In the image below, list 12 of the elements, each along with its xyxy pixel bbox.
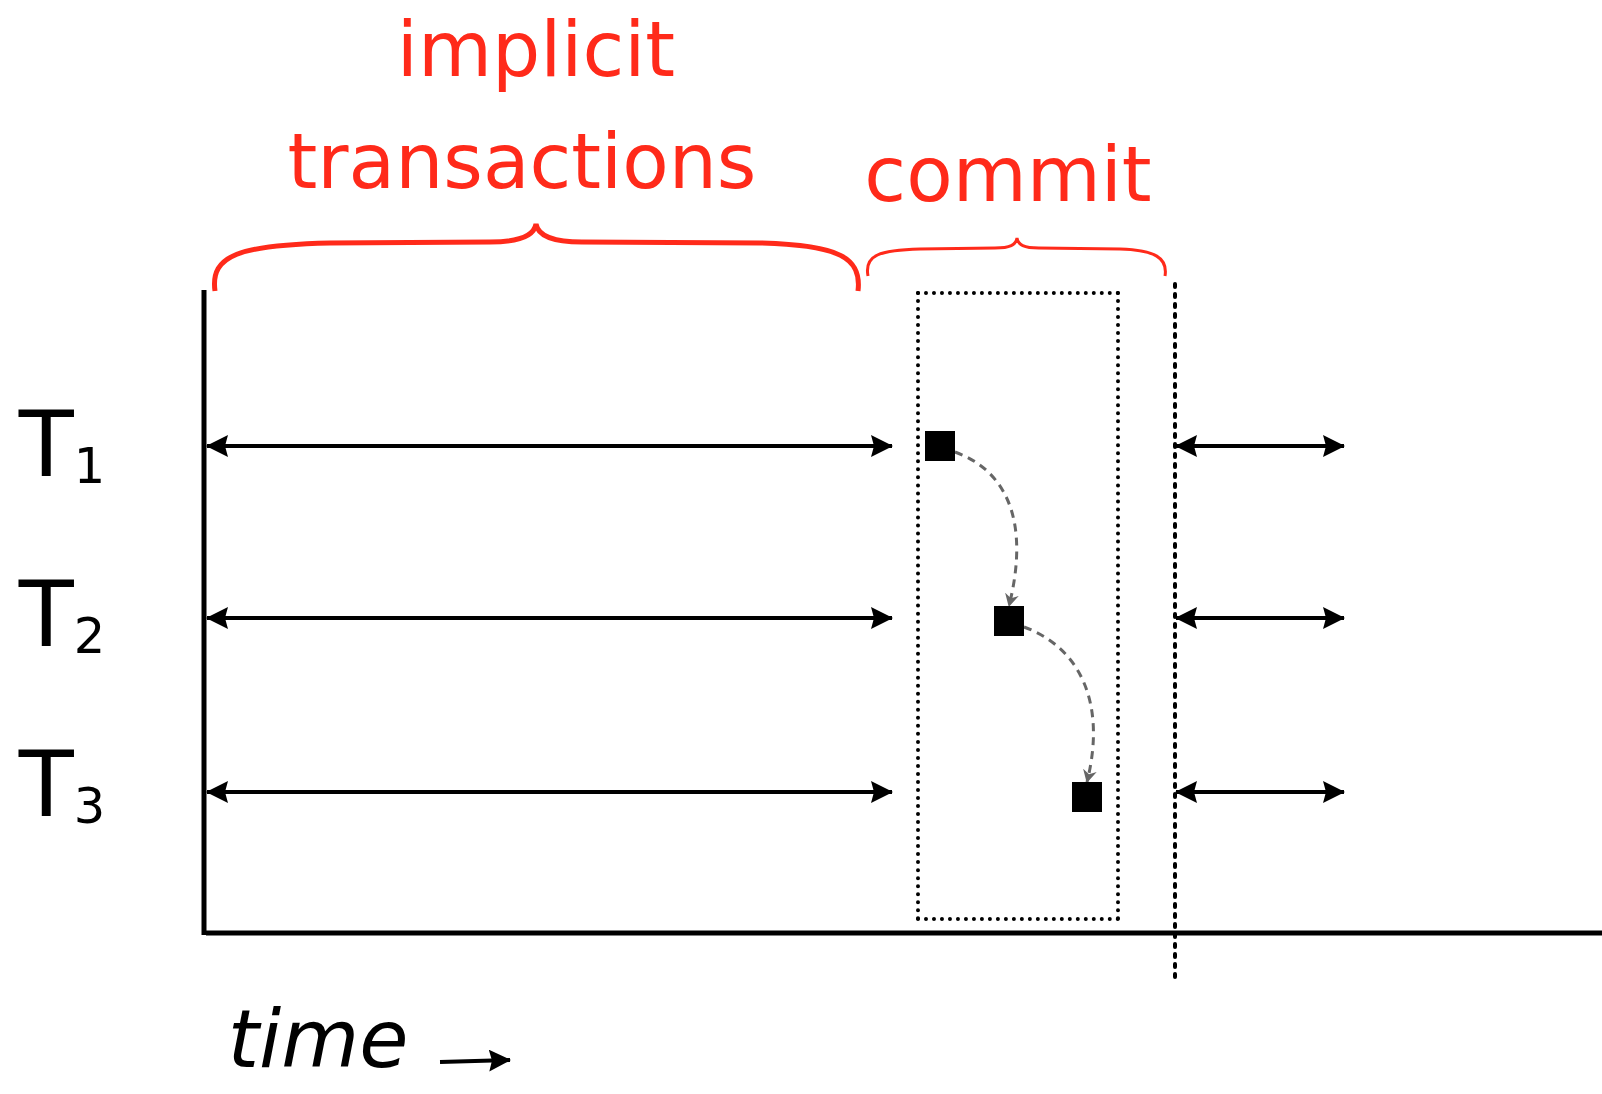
dashed-arrow [954,450,1019,607]
bracket-label: transactions [287,124,757,200]
event-square [1072,782,1102,812]
event-square [925,431,955,461]
axis-label: time [227,1000,409,1080]
dashed-arrow [1023,625,1097,783]
dotted-region [916,291,1120,921]
event-square [994,606,1024,636]
row-label: T$_{1}$ [18,400,106,492]
bracket-label: commit [864,137,1152,213]
row-label: T$_{3}$ [18,740,106,832]
row-label: T$_{2}$ [18,570,106,662]
